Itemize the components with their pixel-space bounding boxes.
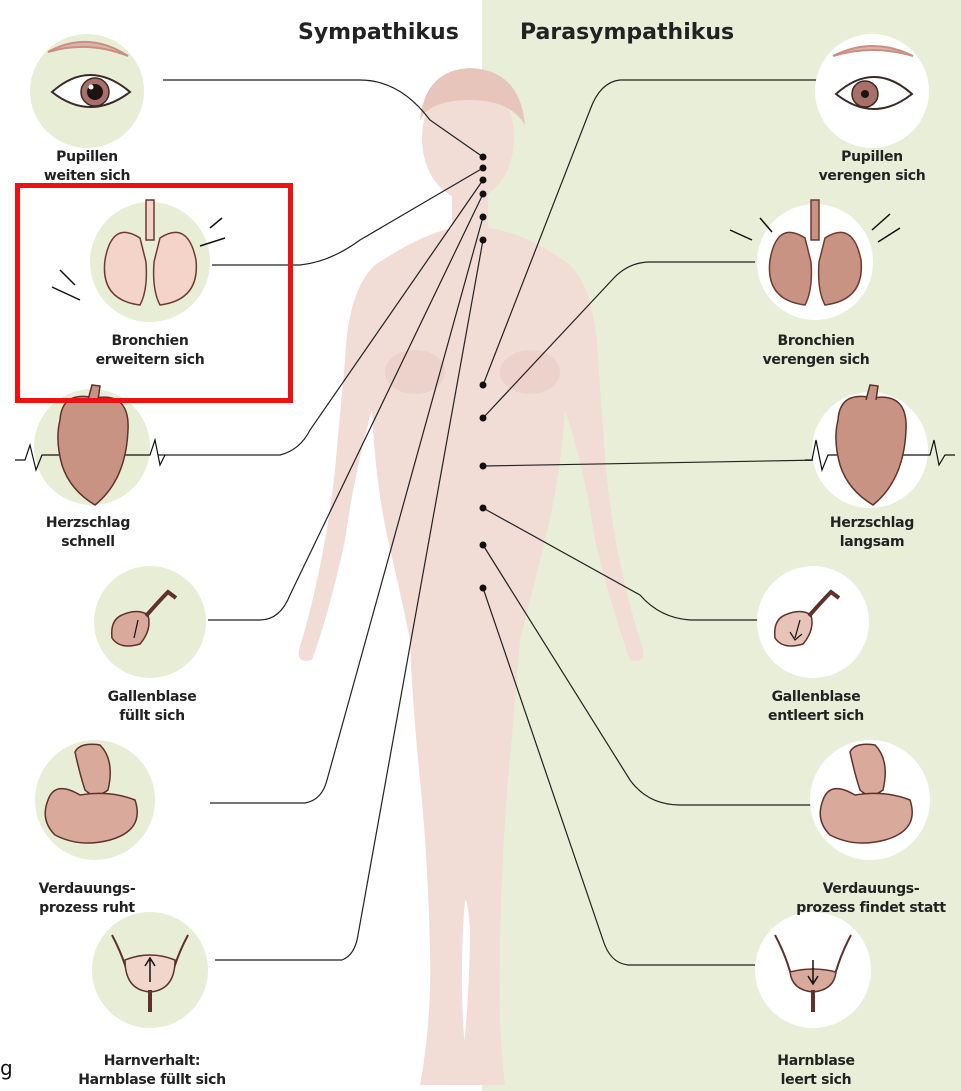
para-bladder-icon <box>755 912 871 1028</box>
para-digestion-icon <box>810 740 930 860</box>
sympathikus-heading: Sympathikus <box>298 20 459 45</box>
sym-bladder-icon <box>92 912 208 1028</box>
para-eye-icon <box>815 34 929 148</box>
para-gallbladder-icon <box>757 566 869 678</box>
highlight-box <box>15 183 293 403</box>
body-silhouette <box>299 68 644 1085</box>
stray-text: g <box>0 1056 13 1080</box>
sym-eye-icon <box>30 34 144 148</box>
sym-heart-icon <box>15 385 165 505</box>
para-heart-icon <box>805 385 955 508</box>
sym-harnblase-caption: Harnverhalt:Harnblase füllt sich <box>62 1052 242 1090</box>
sym-gallbladder-icon <box>94 566 206 678</box>
sym-digestion-icon <box>35 740 155 860</box>
para-lungs-icon <box>730 200 900 320</box>
parasympathikus-heading: Parasympathikus <box>520 20 734 45</box>
para-verdauung-caption: Verdauungs-prozess findet statt <box>781 880 961 918</box>
sym-verdauung-caption: Verdauungs-prozess ruht <box>0 880 177 918</box>
